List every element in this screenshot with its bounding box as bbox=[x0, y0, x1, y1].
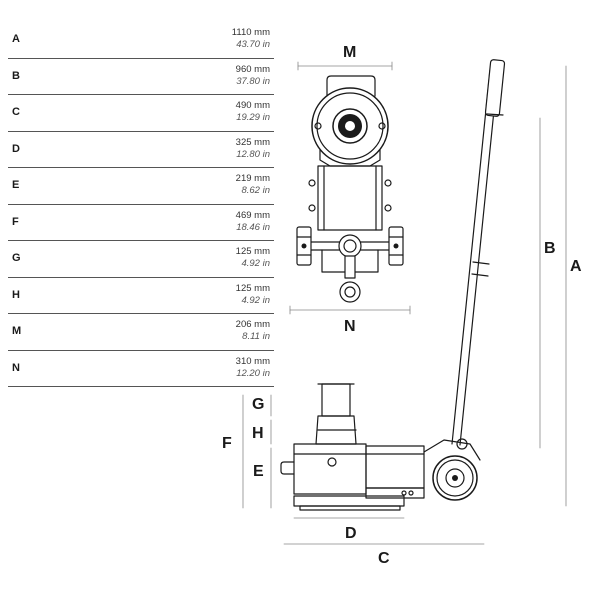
spec-mm-value: 219 mm bbox=[235, 173, 270, 184]
spec-key: G bbox=[12, 252, 21, 264]
spec-inch-value: 8.11 in bbox=[242, 331, 270, 342]
spec-row-f: F 469 mm 18.46 in bbox=[8, 205, 274, 241]
label-h: H bbox=[252, 425, 264, 442]
label-m: M bbox=[343, 44, 356, 61]
spec-key: M bbox=[12, 325, 22, 337]
spec-row-a: A 1110 mm 43.70 in bbox=[8, 22, 274, 59]
spec-inch-value: 4.92 in bbox=[241, 294, 270, 306]
spec-inch-value: 12.20 in bbox=[236, 367, 270, 379]
spec-key: F bbox=[12, 215, 19, 228]
spec-key: H bbox=[12, 288, 20, 301]
spec-key: N bbox=[12, 361, 20, 374]
spec-key: B bbox=[12, 69, 20, 82]
spec-row-g: G 125 mm 4.92 in bbox=[8, 241, 274, 278]
spec-mm-value: 125 mm bbox=[235, 246, 270, 257]
label-e: E bbox=[253, 463, 264, 480]
spec-row-h: H 125 mm 4.92 in bbox=[8, 278, 274, 314]
spec-row-d: D 325 mm 12.80 in bbox=[8, 132, 274, 168]
side-view bbox=[242, 59, 567, 545]
spec-row-n: N 310 mm 12.20 in bbox=[8, 351, 274, 387]
label-n: N bbox=[344, 318, 356, 335]
spec-row-c: C 490 mm 19.29 in bbox=[8, 95, 274, 132]
spec-mm-value: 206 mm bbox=[235, 319, 270, 330]
label-f: F bbox=[222, 435, 232, 452]
label-g: G bbox=[252, 396, 264, 413]
spec-row-m: M 206 mm 8.11 in bbox=[8, 314, 274, 351]
dimensions-table: A 1110 mm 43.70 in B 960 mm 37.80 in C 4… bbox=[8, 22, 274, 387]
spec-mm-value: 469 mm bbox=[235, 209, 270, 221]
spec-inch-value: 8.62 in bbox=[241, 185, 270, 196]
spec-inch-value: 4.92 in bbox=[241, 258, 270, 269]
spec-inch-value: 12.80 in bbox=[236, 148, 270, 160]
spec-inch-value: 18.46 in bbox=[236, 221, 270, 233]
top-view bbox=[289, 61, 411, 315]
spec-key: D bbox=[12, 142, 20, 155]
spec-inch-value: 19.29 in bbox=[236, 112, 270, 123]
spec-mm-value: 125 mm bbox=[235, 282, 270, 294]
spec-mm-value: 1110 mm bbox=[231, 27, 270, 38]
label-d: D bbox=[345, 525, 357, 542]
label-a: A bbox=[570, 258, 582, 275]
spec-mm-value: 325 mm bbox=[235, 136, 270, 148]
spec-inch-value: 37.80 in bbox=[236, 75, 270, 87]
spec-row-b: B 960 mm 37.80 in bbox=[8, 59, 274, 95]
spec-mm-value: 310 mm bbox=[235, 355, 270, 367]
label-b: B bbox=[544, 240, 556, 257]
spec-inch-value: 43.70 in bbox=[236, 39, 270, 50]
spec-key: E bbox=[12, 179, 20, 191]
spec-row-e: E 219 mm 8.62 in bbox=[8, 168, 274, 205]
spec-mm-value: 960 mm bbox=[235, 63, 270, 75]
label-c: C bbox=[378, 550, 390, 567]
spec-key: C bbox=[12, 106, 20, 118]
spec-mm-value: 490 mm bbox=[235, 100, 270, 111]
spec-key: A bbox=[12, 33, 20, 45]
